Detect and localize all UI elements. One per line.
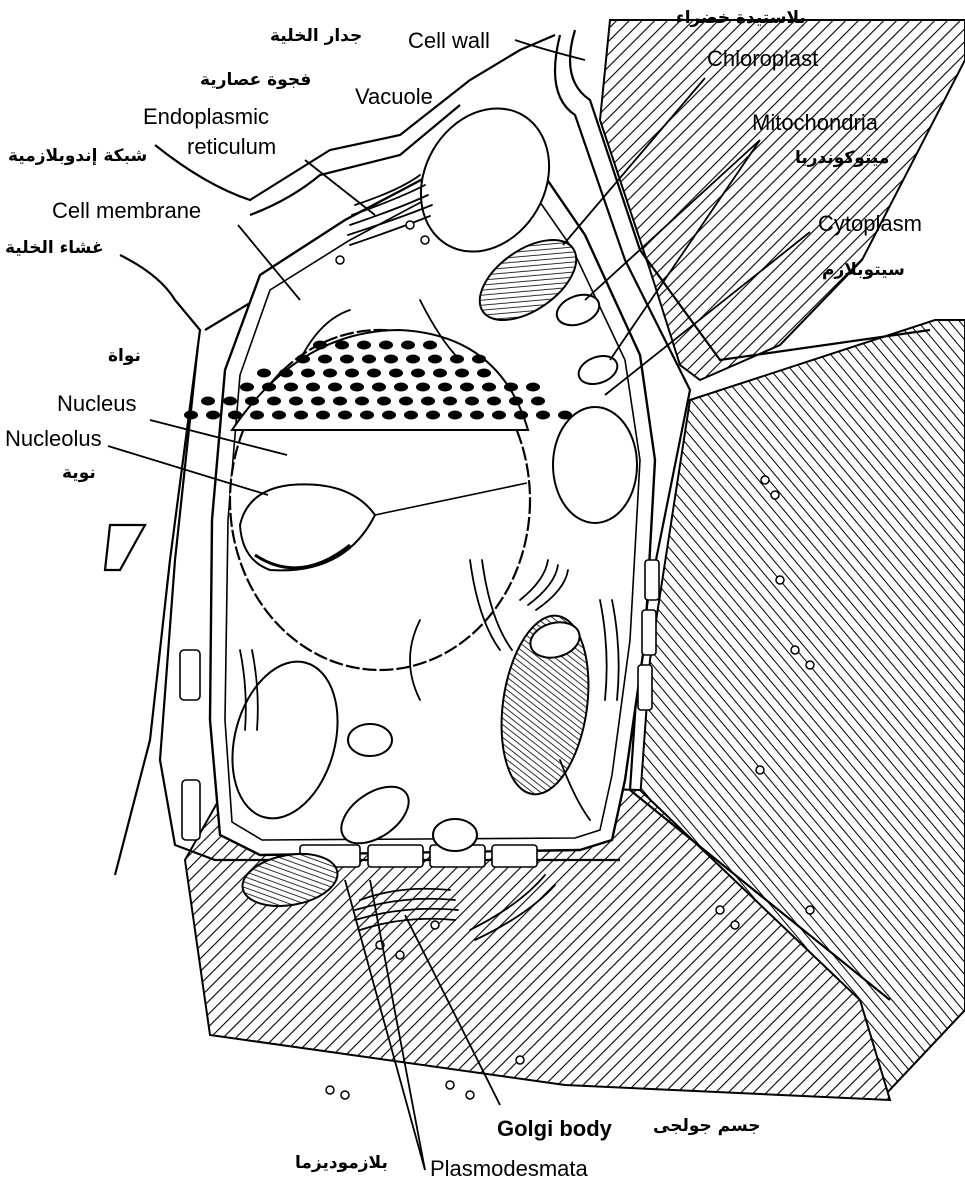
nuclear-pore — [362, 355, 376, 364]
nuclear-pore — [460, 383, 474, 392]
nuclear-pore — [360, 411, 374, 420]
nuclear-pore — [384, 355, 398, 364]
nuclear-pore — [526, 383, 540, 392]
nuclear-pore — [482, 383, 496, 392]
nuclear-pore — [465, 397, 479, 406]
nuclear-pore — [328, 383, 342, 392]
nuclear-pore — [201, 397, 215, 406]
label-cell-wall-ar: جدار الخلية — [270, 28, 362, 45]
label-cytoplasm-ar: سيتوبلازم — [822, 262, 905, 279]
nuclear-pore — [455, 369, 469, 378]
nuclear-pore — [289, 397, 303, 406]
label-nucleolus-ar: نوية — [62, 465, 96, 482]
nuclear-pore — [223, 397, 237, 406]
nuclear-pore — [257, 369, 271, 378]
nuclear-pore — [206, 411, 220, 420]
nuclear-pore — [448, 411, 462, 420]
nuclear-pore — [536, 411, 550, 420]
nuclear-pore — [335, 341, 349, 350]
nuclear-pore — [443, 397, 457, 406]
nuclear-pore — [306, 383, 320, 392]
nuclear-pore — [399, 397, 413, 406]
nuclear-pore — [487, 397, 501, 406]
nuclear-pore — [318, 355, 332, 364]
label-nucleus-ar: نواة — [108, 348, 141, 365]
label-plasmodesmata: Plasmodesmata — [430, 1158, 588, 1180]
nuclear-pore — [279, 369, 293, 378]
nuclear-pore — [394, 383, 408, 392]
label-chloroplast-ar: بلاستيدة خضراء — [676, 10, 806, 27]
nuclear-pore — [411, 369, 425, 378]
nuclear-pore — [379, 341, 393, 350]
nuclear-pore — [423, 341, 437, 350]
label-vacuole: Vacuole — [355, 86, 433, 108]
nuclear-pore — [389, 369, 403, 378]
label-cell-membrane-ar: غشاء الخلية — [5, 240, 104, 257]
nuclear-pore — [184, 411, 198, 420]
nuclear-pore — [294, 411, 308, 420]
nuclear-pore — [421, 397, 435, 406]
nuclear-pore — [426, 411, 440, 420]
nuclear-pore — [406, 355, 420, 364]
nuclear-pore — [477, 369, 491, 378]
label-nucleus: Nucleus — [57, 393, 136, 415]
nuclear-pore — [284, 383, 298, 392]
label-golgi-body: Golgi body — [497, 1118, 612, 1140]
label-cell-wall: Cell wall — [408, 30, 490, 52]
nuclear-pore — [472, 355, 486, 364]
nuclear-pore — [382, 411, 396, 420]
nuclear-pore — [262, 383, 276, 392]
nuclear-pore — [311, 397, 325, 406]
nuclear-pore — [377, 397, 391, 406]
nuclear-pore — [323, 369, 337, 378]
nuclear-pore — [272, 411, 286, 420]
nuclear-pore — [372, 383, 386, 392]
nuclear-pore — [228, 411, 242, 420]
nuclear-pore — [301, 369, 315, 378]
nuclear-pore — [531, 397, 545, 406]
nuclear-pore — [267, 397, 281, 406]
label-endoplasmic-reticulum-1: Endoplasmic — [143, 106, 269, 128]
nuclear-pore — [504, 383, 518, 392]
label-nucleolus: Nucleolus — [5, 428, 102, 450]
nuclear-pore — [340, 355, 354, 364]
nuclear-pore — [433, 369, 447, 378]
nuclear-pore — [416, 383, 430, 392]
label-endoplasmic-reticulum-2: reticulum — [187, 136, 276, 158]
nuclear-pore — [345, 369, 359, 378]
nuclear-pore — [404, 411, 418, 420]
label-golgi-body-ar: جسم جولجى — [653, 1118, 761, 1135]
nuclear-pore — [338, 411, 352, 420]
nuclear-pore — [240, 383, 254, 392]
label-vacuole-ar: فجوة عصارية — [200, 72, 311, 89]
nuclear-pore — [401, 341, 415, 350]
nuclear-pore — [316, 411, 330, 420]
nuclear-pore — [428, 355, 442, 364]
nuclear-pore — [357, 341, 371, 350]
nuclear-pore — [470, 411, 484, 420]
nuclear-pore — [514, 411, 528, 420]
label-mitochondria: Mitochondria — [752, 112, 878, 134]
label-endoplasmic-reticulum-ar: شبكة إندوبلازمية — [8, 148, 147, 165]
label-mitochondria-ar: ميتوكوندريا — [795, 150, 889, 167]
nuclear-pore — [492, 411, 506, 420]
nuclear-pore — [355, 397, 369, 406]
nuclear-pore — [438, 383, 452, 392]
nuclear-pore — [333, 397, 347, 406]
nuclear-pore — [313, 341, 327, 350]
nuclear-pore — [350, 383, 364, 392]
label-plasmodesmata-ar: بلازموديزما — [295, 1155, 388, 1172]
nuclear-pore — [367, 369, 381, 378]
nuclear-pore — [250, 411, 264, 420]
nuclear-pore — [509, 397, 523, 406]
label-chloroplast: Chloroplast — [707, 48, 818, 70]
label-cytoplasm: Cytoplasm — [818, 213, 922, 235]
nuclear-pore — [245, 397, 259, 406]
label-cell-membrane: Cell membrane — [52, 200, 201, 222]
